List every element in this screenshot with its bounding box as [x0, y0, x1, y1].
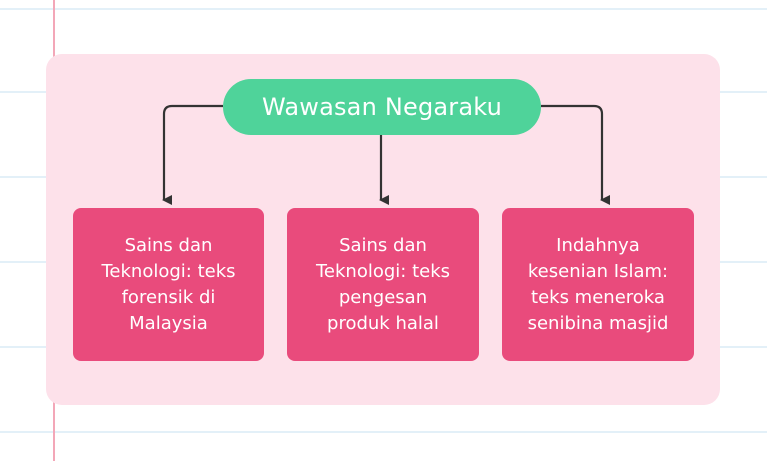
paper-line [0, 8, 767, 10]
child-node-halal: Sains dan Teknologi: teks pengesan produ… [287, 208, 479, 361]
root-node: Wawasan Negaraku [223, 79, 541, 135]
child-node-label: Sains dan Teknologi: teks pengesan produ… [315, 234, 450, 334]
arrow-right [541, 104, 610, 205]
child-node-label: Sains dan Teknologi: teks forensik di Ma… [101, 234, 236, 334]
child-node-masjid: Indahnya kesenian Islam: teks meneroka s… [502, 208, 694, 361]
paper-line [0, 431, 767, 433]
child-node-forensik: Sains dan Teknologi: teks forensik di Ma… [73, 208, 264, 361]
child-node-label: Indahnya kesenian Islam: teks meneroka s… [527, 234, 669, 334]
arrow-left [162, 104, 223, 205]
root-node-label: Wawasan Negaraku [261, 93, 503, 121]
